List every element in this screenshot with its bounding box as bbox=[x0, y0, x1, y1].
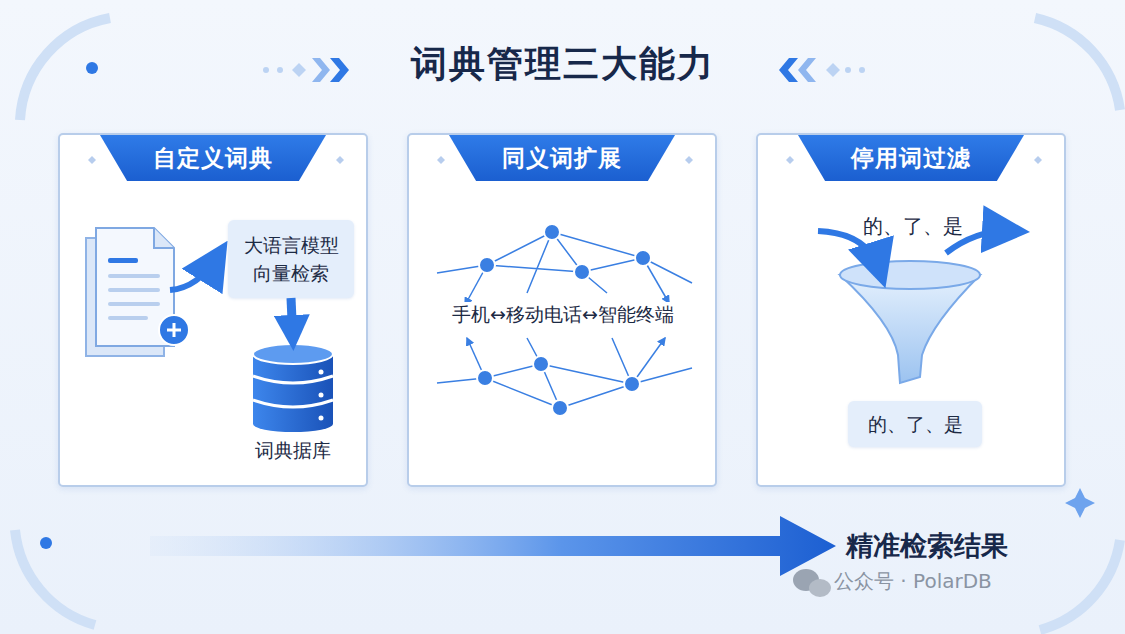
panel-heading: 自定义词典 bbox=[153, 143, 273, 174]
decor-dot bbox=[40, 537, 52, 549]
stopword-text-text: 的、了、是 bbox=[863, 214, 963, 238]
synonym-chain: 手机↔移动电话↔智能终端 bbox=[418, 302, 708, 328]
watermark: 公众号 · PolarDB bbox=[834, 568, 1094, 595]
result-label: 精准检索结果 bbox=[846, 528, 1066, 564]
synonym-chain-text: 手机↔移动电话↔智能终端 bbox=[452, 303, 674, 325]
sparkle bbox=[1065, 488, 1095, 518]
panel-box: 自定义词典大语言模型 向量检索词典据库 bbox=[58, 133, 368, 487]
title-text: 词典管理三大能力 bbox=[411, 43, 715, 84]
panel-heading: 停用词过滤 bbox=[851, 143, 971, 174]
text-box: 的、了、是 bbox=[848, 401, 982, 447]
corner-decoration bbox=[15, 18, 1120, 630]
text-wrap: 的、了、是 bbox=[858, 410, 972, 438]
database-node: 词典据库 bbox=[243, 342, 343, 470]
decor-dot bbox=[86, 62, 98, 74]
database-label: 词典据库 bbox=[255, 438, 331, 464]
panel-heading: 同义词扩展 bbox=[502, 143, 622, 174]
result-arrow bbox=[150, 516, 836, 576]
panel-header-tab: 自定义词典 bbox=[100, 135, 326, 181]
watermark-text: 公众号 · PolarDB bbox=[834, 569, 992, 593]
stopword-text: 的、了、是 bbox=[858, 213, 968, 240]
wechat-icon bbox=[793, 569, 831, 597]
text-box: 大语言模型 向量检索 bbox=[228, 220, 354, 298]
panel-header-tab: 同义词扩展 bbox=[449, 135, 675, 181]
text-wrap: 大语言模型 向量检索 bbox=[238, 231, 344, 287]
diagram-title: 词典管理三大能力 bbox=[0, 40, 1125, 89]
panel-header-tab: 停用词过滤 bbox=[798, 135, 1024, 181]
box-text: 的、了、是 bbox=[868, 413, 963, 435]
panel-box: 停用词过滤的、了、是 bbox=[756, 133, 1066, 487]
database-icon bbox=[251, 342, 335, 432]
result-label-text: 精准检索结果 bbox=[846, 530, 1008, 561]
box-text: 大语言模型 向量检索 bbox=[244, 234, 339, 284]
